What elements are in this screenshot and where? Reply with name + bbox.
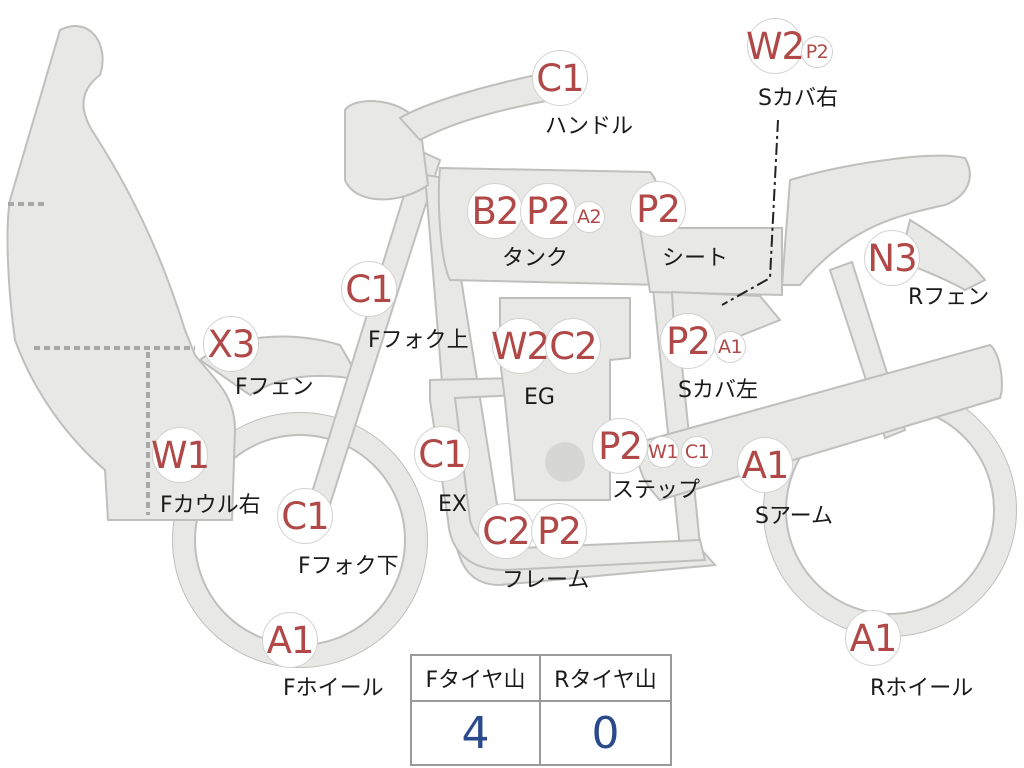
grade-badge: P2 bbox=[592, 418, 648, 474]
grade-badge: W2 bbox=[491, 318, 550, 374]
grade-badge: C1 bbox=[277, 488, 333, 544]
grade-badge: N3 bbox=[864, 230, 920, 286]
grade-badge: P2 bbox=[531, 503, 587, 559]
part-label-f-fork-lower: Fフォク下 bbox=[298, 554, 399, 579]
exhaust-shape bbox=[429, 376, 707, 572]
grade-badge: A2 bbox=[573, 201, 605, 233]
part-label-seat: シート bbox=[662, 246, 729, 271]
tire-value-front: 4 bbox=[412, 702, 541, 764]
grade-badge: W1 bbox=[151, 427, 210, 483]
grade-badge: P2 bbox=[630, 181, 686, 237]
tire-header-front: Fタイヤ山 bbox=[412, 656, 541, 702]
grade-badge: A1 bbox=[845, 610, 901, 666]
tire-header-rear: Rタイヤ山 bbox=[541, 656, 670, 702]
part-label-tank: タンク bbox=[502, 246, 569, 271]
tire-tread-table: Fタイヤ山 Rタイヤ山 4 0 bbox=[410, 654, 672, 766]
grade-badge: X3 bbox=[203, 316, 259, 372]
part-label-frame: フレーム bbox=[502, 568, 590, 593]
grade-badge: W2 bbox=[746, 18, 805, 74]
part-label-f-cowl-right: Fカウル右 bbox=[160, 493, 261, 518]
seat-shape bbox=[638, 227, 783, 297]
part-label-r-wheel: Rホイール bbox=[870, 676, 974, 701]
grade-badge: A1 bbox=[262, 612, 318, 668]
part-label-f-wheel: Fホイール bbox=[283, 676, 384, 701]
tire-value-rear: 0 bbox=[591, 707, 620, 759]
part-label-engine: EG bbox=[524, 385, 555, 410]
part-label-s-arm: Sアーム bbox=[755, 504, 833, 529]
grade-badge: C1 bbox=[532, 50, 588, 106]
part-label-handle: ハンドル bbox=[545, 114, 634, 139]
grade-badge: A1 bbox=[737, 437, 793, 493]
grade-badge: C1 bbox=[414, 426, 470, 482]
grade-badge: C2 bbox=[545, 318, 601, 374]
part-label-exhaust: EX bbox=[438, 492, 467, 517]
part-label-s-cover-right: Sカバ右 bbox=[758, 86, 838, 111]
engine-cover bbox=[545, 442, 585, 482]
part-label-s-cover-left: Sカバ左 bbox=[678, 378, 758, 403]
part-label-f-fork-upper: Fフォク上 bbox=[368, 328, 469, 353]
part-label-r-fender: Rフェン bbox=[908, 285, 990, 310]
grade-badge: W1 bbox=[647, 436, 679, 468]
tail-cowl-shape bbox=[780, 154, 971, 286]
part-label-step: ステップ bbox=[612, 478, 701, 503]
grade-badge: P2 bbox=[801, 36, 833, 68]
grade-badge: P2 bbox=[520, 183, 576, 239]
part-label-f-fender: Fフェン bbox=[235, 375, 314, 400]
grade-badge: C1 bbox=[341, 261, 397, 317]
leader-line bbox=[721, 119, 779, 306]
grade-badge: A1 bbox=[714, 331, 746, 363]
grade-badge: C2 bbox=[478, 503, 534, 559]
grade-badge: B2 bbox=[467, 183, 523, 239]
front-cowl-shape bbox=[6, 25, 237, 521]
grade-badge: C1 bbox=[681, 436, 713, 468]
grade-badge: P2 bbox=[660, 313, 716, 369]
